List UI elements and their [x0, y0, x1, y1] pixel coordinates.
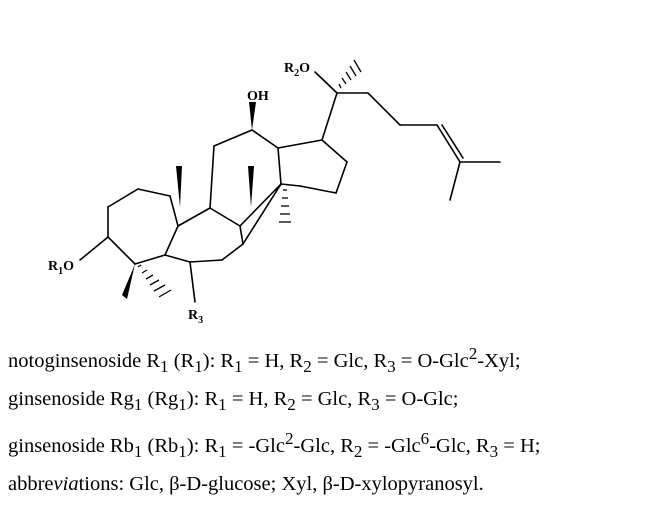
chemical-structure: OH R2O R1O R3 [48, 59, 501, 326]
hydroxyl-label: OH [247, 89, 269, 104]
ring-d [242, 139, 348, 245]
ring-a [107, 188, 179, 265]
caption: notoginsenoside R1 (R1): R1 = H, R2 = Gl… [8, 337, 644, 502]
wedge-bonds [122, 102, 256, 299]
r3-label: R3 [188, 308, 203, 326]
r1-oxygen-label: R1O [48, 259, 74, 277]
substituents [79, 236, 196, 303]
side-chain [314, 71, 501, 201]
ring-c [209, 129, 282, 227]
caption-line-ginsenoside-rg1: ginsenoside Rg1 (Rg1): R1 = H, R2 = Glc,… [8, 388, 459, 415]
ring-b [164, 207, 244, 263]
r2-oxygen-label: R2O [284, 61, 310, 79]
caption-line-ginsenoside-rb1: ginsenoside Rb1 (Rb1): R1 = -Glc2-Glc, R… [8, 429, 541, 461]
caption-line-abbreviations: abbreviations: Glc, β-D-glucose; Xyl, β-… [8, 473, 484, 496]
caption-line-notoginsenoside-r1: notoginsenoside R1 (R1): R1 = H, R2 = Gl… [8, 344, 521, 376]
hash-bonds [137, 59, 362, 298]
